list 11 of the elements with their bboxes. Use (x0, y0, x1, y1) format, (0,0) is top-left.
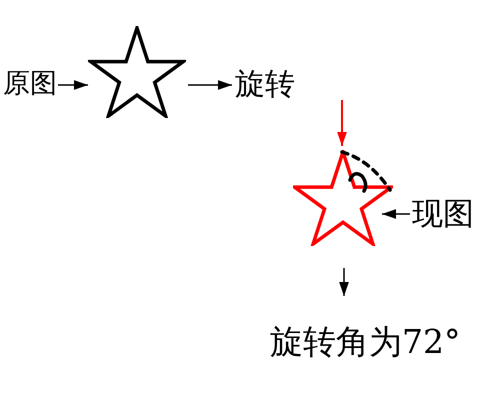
arrow (337, 100, 347, 146)
label-text: 原图 (3, 70, 57, 97)
star-shape (293, 150, 393, 246)
arrow (188, 80, 232, 90)
arrow (58, 80, 88, 90)
label-text: 旋转角为72° (270, 325, 460, 358)
label-text: 旋转 (235, 70, 337, 100)
arrow (382, 209, 410, 219)
star-shape (88, 26, 186, 118)
arrow (339, 268, 349, 296)
label-text: 现图 (412, 199, 474, 230)
